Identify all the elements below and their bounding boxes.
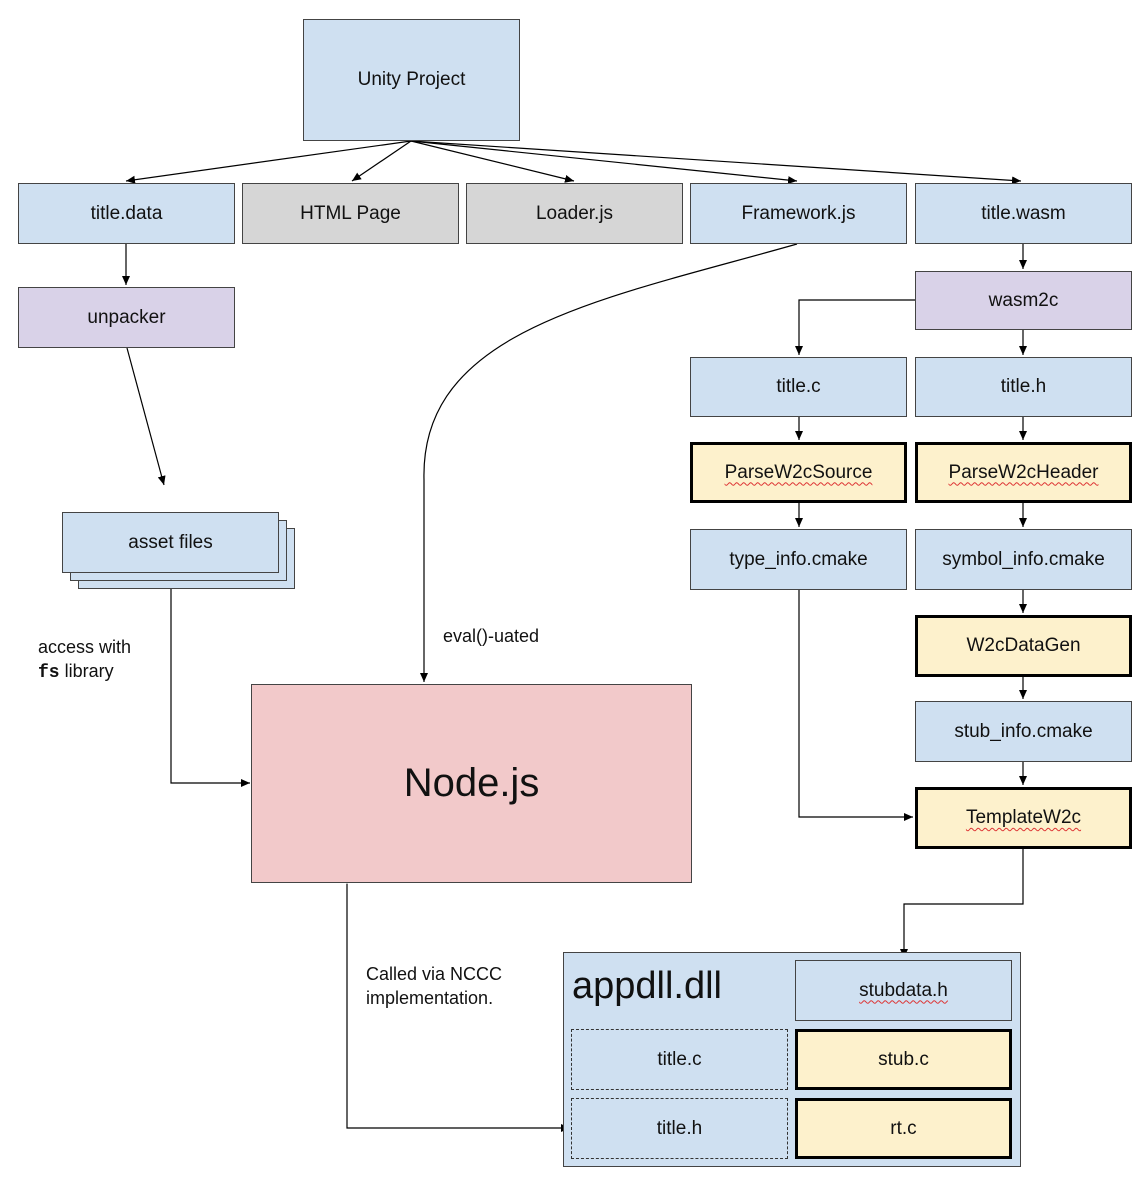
parse-w2c-header-node: ParseW2cHeader bbox=[915, 442, 1132, 503]
stubdata-h-label: stubdata.h bbox=[859, 979, 948, 1001]
fs-library-text: library bbox=[59, 661, 114, 681]
eval-note: eval()-uated bbox=[443, 626, 540, 646]
unpacker-label: unpacker bbox=[87, 306, 166, 328]
symbol-info-cmake-node: symbol_info.cmake bbox=[915, 529, 1132, 590]
title-data-node: title.data bbox=[18, 183, 235, 244]
edge-asset-files-nodejs bbox=[167, 539, 250, 787]
edge-type-info-to-template bbox=[798, 590, 913, 821]
appdll-title-c-node: title.c bbox=[571, 1029, 788, 1090]
edge-unity-to-title-wasm bbox=[410, 140, 1022, 185]
edge-template-to-stubdata bbox=[900, 849, 1024, 958]
stub-c-label: stub.c bbox=[878, 1048, 929, 1070]
nccc-line2: implementation. bbox=[366, 988, 494, 1008]
asset-files-node: asset files bbox=[62, 512, 279, 573]
w2c-data-gen-node: W2cDataGen bbox=[915, 615, 1132, 677]
parse-w2c-source-node: ParseW2cSource bbox=[690, 442, 907, 503]
appdll-title-c-label: title.c bbox=[657, 1048, 702, 1070]
fs-code: fs bbox=[38, 663, 60, 683]
wasm2c-label: wasm2c bbox=[988, 289, 1059, 311]
title-c-label: title.c bbox=[776, 376, 821, 397]
edge-nodejs-title-h bbox=[343, 875, 570, 1132]
appdll-title-h-node: title.h bbox=[571, 1098, 788, 1159]
type-info-cmake-node: type_info.cmake bbox=[690, 529, 907, 590]
title-h-label: title.h bbox=[1000, 376, 1047, 397]
rt-c-label: rt.c bbox=[890, 1117, 917, 1139]
fs-access-note: access with fs library bbox=[38, 635, 131, 685]
framework-js-label: Framework.js bbox=[741, 202, 856, 224]
stub-info-cmake-label: stub_info.cmake bbox=[954, 720, 1093, 742]
type-info-cmake-label: type_info.cmake bbox=[729, 548, 868, 570]
title-wasm-label: title.wasm bbox=[981, 202, 1066, 224]
w2c-data-gen-label: W2cDataGen bbox=[966, 635, 1081, 656]
parse-w2c-header-label: ParseW2cHeader bbox=[948, 461, 1099, 483]
unity-project-label: Unity Project bbox=[357, 69, 466, 90]
loader-js-node: Loader.js bbox=[466, 183, 683, 244]
unpacker-node: unpacker bbox=[18, 287, 235, 348]
nodejs-node: Node.js bbox=[251, 684, 692, 883]
asset-files-label: asset files bbox=[128, 531, 213, 553]
loader-js-label: Loader.js bbox=[535, 202, 614, 224]
appdll-title-h-label: title.h bbox=[656, 1117, 703, 1139]
stubdata-h-node: stubdata.h bbox=[795, 960, 1012, 1021]
fs-access-line2: fs library bbox=[38, 659, 131, 685]
appdll-title: appdll.dll bbox=[572, 965, 722, 1007]
template-w2c-label: TemplateW2c bbox=[965, 807, 1082, 828]
wasm2c-node: wasm2c bbox=[915, 271, 1132, 330]
nccc-line1: Called via NCCC bbox=[366, 964, 503, 984]
stub-info-cmake-node: stub_info.cmake bbox=[915, 701, 1132, 762]
symbol-info-cmake-label: symbol_info.cmake bbox=[942, 548, 1105, 570]
parse-w2c-source-label: ParseW2cSource bbox=[724, 461, 873, 483]
nodejs-label: Node.js bbox=[403, 761, 540, 805]
stub-c-node: stub.c bbox=[795, 1029, 1012, 1090]
title-wasm-node: title.wasm bbox=[915, 183, 1132, 244]
edge-unity-to-html-page bbox=[351, 140, 412, 182]
edge-unity-to-title-data bbox=[125, 140, 412, 184]
title-data-label: title.data bbox=[90, 202, 163, 224]
nccc-note: Called via NCCC implementation. bbox=[366, 962, 502, 1010]
fs-access-line1: access with bbox=[38, 637, 132, 657]
edge-framework-to-nodejs bbox=[420, 243, 798, 682]
edge-unity-to-framework bbox=[410, 140, 798, 185]
html-page-label: HTML Page bbox=[300, 202, 401, 224]
edge-unpacker-to-asset-files bbox=[126, 347, 166, 486]
framework-js-node: Framework.js bbox=[690, 183, 907, 244]
edge-unity-to-loader bbox=[410, 140, 575, 183]
template-w2c-node: TemplateW2c bbox=[915, 787, 1132, 849]
edge-wasm2c-to-title-c bbox=[795, 299, 915, 355]
title-h-node: title.h bbox=[915, 357, 1132, 417]
title-c-node: title.c bbox=[690, 357, 907, 417]
unity-project-node: Unity Project bbox=[303, 19, 520, 141]
rt-c-node: rt.c bbox=[795, 1098, 1012, 1159]
html-page-node: HTML Page bbox=[242, 183, 459, 244]
